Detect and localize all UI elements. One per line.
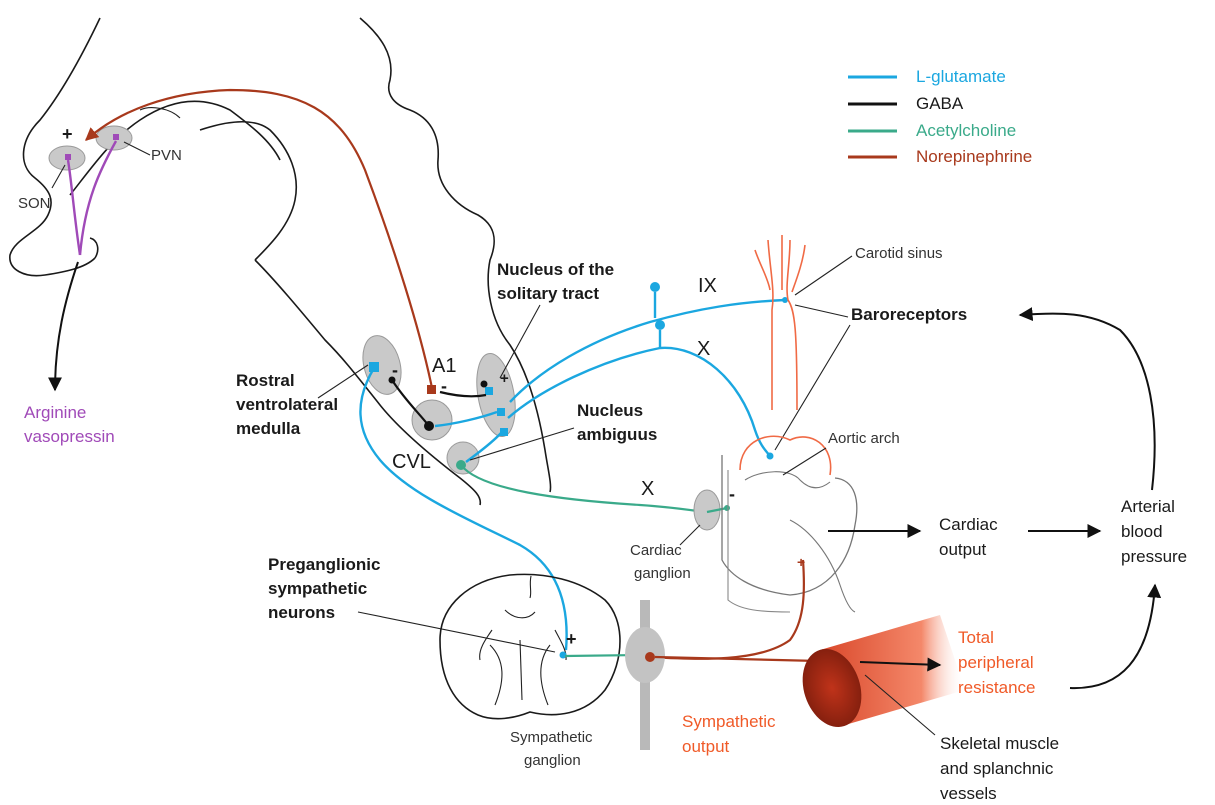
sympathetic-output-label-line2: output [682,737,730,756]
rvlm-minus-sign: - [392,360,398,380]
sympathetic-ganglion-cell [645,652,655,662]
cardiac-ganglion-label-line1: Cardiac [630,542,682,559]
carotid-sinus-label: Carotid sinus [855,245,943,262]
na-leader [470,428,574,460]
hypothalamus-plus-sign: + [62,124,73,144]
carotid-branch-b [792,245,805,292]
sympathetic-ganglion [625,627,665,683]
aortic-arch-label: Aortic arch [828,430,900,447]
heart-wall-line [728,470,790,612]
nts-cell-middle [497,408,505,416]
nts-gaba-terminal [481,381,488,388]
baroreceptors-leader-carotid [795,305,848,317]
aortic-ending [767,453,774,460]
hypothalamus-outline [10,18,100,276]
abp-label-line3: pressure [1121,547,1187,566]
pvn-leader [124,142,150,155]
tpr-label-line2: peripheral [958,653,1034,672]
avp-label-line1: Arginine [24,403,86,422]
carotid-branch-a [755,250,770,290]
nts-leader [500,305,540,378]
heart-plus-tick: + [797,554,805,570]
a1-minus-sign: - [441,376,447,396]
rvlm-to-spinal-glu [360,368,566,650]
tpr-label-line3: resistance [958,678,1035,697]
nts-label-line2: solitary tract [497,284,599,303]
a1-label: A1 [432,355,456,377]
tpr-label-line1: Total [958,628,994,647]
cardiac-ganglion-terminal [724,505,730,511]
abp-to-baroreceptors-arrow [1020,314,1155,490]
heart-inner-line [745,472,830,488]
x-ganglion [655,320,665,330]
aortic-arch-curve [740,436,831,475]
dorsal-median-sulcus [530,576,531,598]
gray-matter-lines [480,610,566,705]
nts-plus-sign: + [500,370,509,387]
rvlm-label-line2: ventrolateral [236,395,338,414]
skeletal-muscle-label-line3: vessels [940,784,997,803]
legend-label-acetylcholine: Acetylcholine [916,121,1016,140]
vagal-efferent-ach [461,465,705,512]
legend-label-gaba: GABA [916,94,964,113]
rvlm-label-line1: Rostral [236,371,295,390]
legend: L-glutamate GABA Acetylcholine Norepinep… [848,67,1032,166]
avp-output-arrow [55,262,78,390]
pvn-label: PVN [151,147,182,164]
sympathetic-ganglion-label-line2: ganglion [524,752,581,769]
legend-label-norepinephrine: Norepinephrine [916,147,1032,166]
rvlm-label-line3: medulla [236,419,301,438]
pituitary-stalk [90,238,98,258]
heart-minus-sign: - [729,484,735,504]
cvl-nucleus [412,400,452,440]
preganglionic-label-line2: sympathetic [268,579,367,598]
carotid-vessels [755,235,805,410]
tpr-to-abp-arrow [1070,585,1155,688]
avp-label-line2: vasopressin [24,427,115,446]
rvlm-cell [369,362,379,372]
nerve-x-lower-label: X [641,478,654,500]
baroreceptors-label: Baroreceptors [851,305,967,324]
skeletal-muscle-label-line1: Skeletal muscle [940,734,1059,753]
sympathetic-output-label-line1: Sympathetic [682,712,776,731]
preganglionic-label-line1: Preganglionic [268,555,380,574]
cvl-label: CVL [392,451,431,473]
carotid-left-wall [768,240,773,410]
aortic-arch-leader [783,448,826,475]
a1-cell [427,385,436,394]
preganglionic-label-line3: neurons [268,603,335,622]
heart-outline [722,455,857,595]
carotid-sinus-leader [795,256,852,295]
nerve-x-upper-label: X [697,338,710,360]
nerve-ix-label: IX [698,275,717,297]
blood-vessel [793,615,965,735]
cardiac-output-label-line1: Cardiac [939,515,998,534]
carotid-right-wall [787,240,797,410]
abp-label-line2: blood [1121,522,1163,541]
spinal-plus-sign: + [566,629,577,649]
cardiac-ganglion-leader [680,525,700,545]
ix-ganglion [650,282,660,292]
son-label: SON [18,195,51,212]
midbrain-curve [200,122,296,260]
nts-label-line1: Nucleus of the [497,260,614,279]
cardiac-output-label-line2: output [939,540,987,559]
na-label-line2: ambiguus [577,425,657,444]
son-cell [65,154,71,160]
na-label-line1: Nucleus [577,401,643,420]
pvn-cell [113,134,119,140]
heart-illustration [722,436,857,612]
son-avp-axon [68,160,80,255]
brainstem-dorsal-outline [360,18,551,492]
sympathetic-ganglion-label-line1: Sympathetic [510,729,593,746]
cardiac-ganglion-label-line2: ganglion [634,565,691,582]
nts-cell-upper [485,387,493,395]
abp-label-line1: Arterial [1121,497,1175,516]
legend-label-glutamate: L-glutamate [916,67,1006,86]
skeletal-muscle-label-line2: and splanchnic [940,759,1054,778]
